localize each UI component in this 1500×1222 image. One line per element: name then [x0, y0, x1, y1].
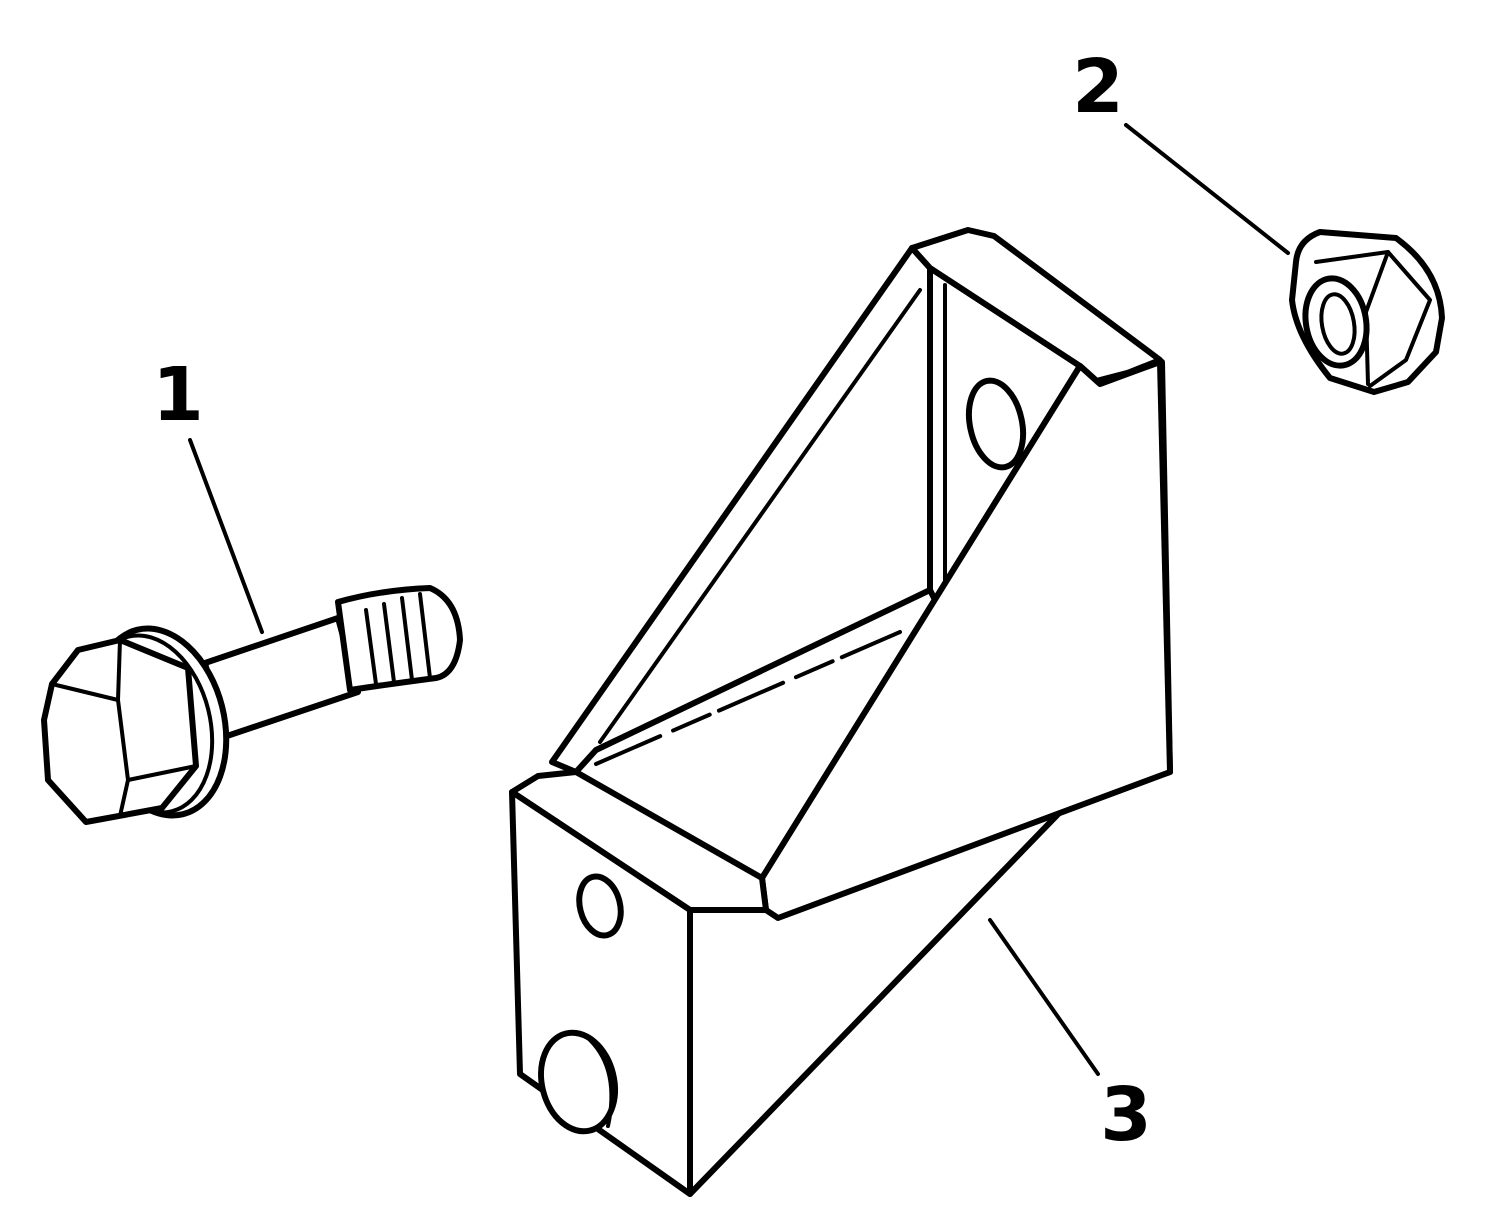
nut-bore: [1302, 275, 1370, 369]
bracket-stud-edge: [588, 1038, 614, 1128]
callout-2-leader: [1124, 123, 1290, 255]
callout-3: 3: [988, 918, 1152, 1158]
nut-hex-edge: [1314, 250, 1432, 388]
bracket-part: [509, 227, 1173, 1197]
nut-hex-edge: [1364, 250, 1390, 314]
thread-line: [382, 602, 396, 684]
bracket-end-hole: [576, 873, 624, 939]
hex-edge: [118, 778, 130, 818]
channel-floor-line: [594, 630, 902, 766]
thread-line: [418, 592, 432, 680]
bracket-stud: [538, 1029, 618, 1135]
callout-3-leader: [988, 918, 1100, 1076]
nut-part: [1289, 229, 1445, 395]
gusset-inner-edge: [598, 288, 922, 744]
nut-thread-ring: [1319, 292, 1357, 356]
bolt-part: [41, 585, 463, 825]
hex-edge: [50, 682, 120, 702]
callout-1-number: 1: [152, 352, 204, 438]
callout-1: 1: [152, 352, 264, 634]
callout-2-number: 2: [1072, 44, 1124, 130]
hex-edge: [126, 764, 198, 782]
callout-1-leader: [188, 438, 264, 634]
callout-3-number: 3: [1100, 1072, 1152, 1158]
bolt-thread: [335, 585, 463, 693]
bracket-upper-hole: [965, 377, 1027, 471]
thread-line: [400, 596, 414, 682]
hex-edge: [116, 698, 130, 782]
hex-edge: [116, 638, 122, 702]
thread-line: [364, 608, 378, 686]
callout-2: 2: [1072, 44, 1290, 255]
bolt-shank: [202, 615, 361, 740]
